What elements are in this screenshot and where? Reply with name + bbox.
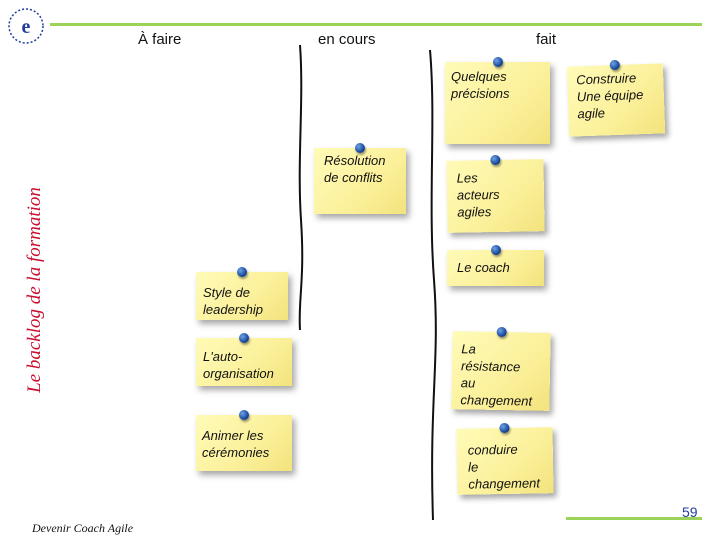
note-text: conduire le changement <box>467 441 541 492</box>
pin-icon <box>355 143 365 153</box>
pin-icon <box>499 422 510 434</box>
page-number: 59 <box>682 504 698 520</box>
column-header-todo: À faire <box>138 31 182 48</box>
header-rule <box>50 23 702 26</box>
pin-icon <box>239 333 249 343</box>
column-header-done: fait <box>536 31 557 48</box>
divider-in-progress-done <box>429 49 437 521</box>
note-text: L'auto- organisation <box>203 349 274 381</box>
note-text: Construire Une équipe agile <box>576 70 644 122</box>
sticky-note-animer-ceremonies[interactable]: Animer les cérémonies <box>196 410 292 471</box>
pin-icon <box>237 267 247 277</box>
footer-rule <box>566 517 702 520</box>
note-text: La résistance au changement <box>460 341 533 409</box>
pin-icon <box>609 59 620 71</box>
note-text: Le coach <box>457 260 510 275</box>
note-text: Les acteurs agiles <box>456 170 500 220</box>
sticky-note-quelques-precisions[interactable]: Quelques précisions <box>445 57 550 144</box>
pin-icon <box>490 245 501 255</box>
sticky-note-resistance-changement[interactable]: La résistance au changement <box>451 326 551 411</box>
note-text: Animer les cérémonies <box>202 428 270 460</box>
note-text: Résolution de conflits <box>324 153 386 185</box>
pin-icon <box>496 326 507 338</box>
footer-text: Devenir Coach Agile <box>32 521 134 535</box>
note-text: Quelques précisions <box>451 69 510 101</box>
pin-icon <box>492 57 503 67</box>
sticky-note-resolution-conflits[interactable]: Résolution de conflits <box>314 143 406 214</box>
pin-icon <box>239 410 249 420</box>
divider-todo-in-progress <box>298 44 304 331</box>
note-text: Style de leadership <box>203 285 263 317</box>
company-logo-icon: e <box>8 8 44 44</box>
sticky-note-le-coach[interactable]: Le coach <box>447 245 544 286</box>
sticky-note-auto-organisation[interactable]: L'auto- organisation <box>196 333 292 386</box>
sticky-note-style-leadership[interactable]: Style de leadership <box>196 267 288 320</box>
column-header-in-progress: en cours <box>318 31 376 48</box>
sticky-note-acteurs-agiles[interactable]: Les acteurs agiles <box>446 154 545 233</box>
pin-icon <box>489 154 500 166</box>
svg-text:e: e <box>22 16 31 38</box>
sticky-note-conduire-changement[interactable]: conduire le changement <box>456 422 554 495</box>
sticky-note-construire-equipe[interactable]: Construire Une équipe agile <box>566 59 666 137</box>
